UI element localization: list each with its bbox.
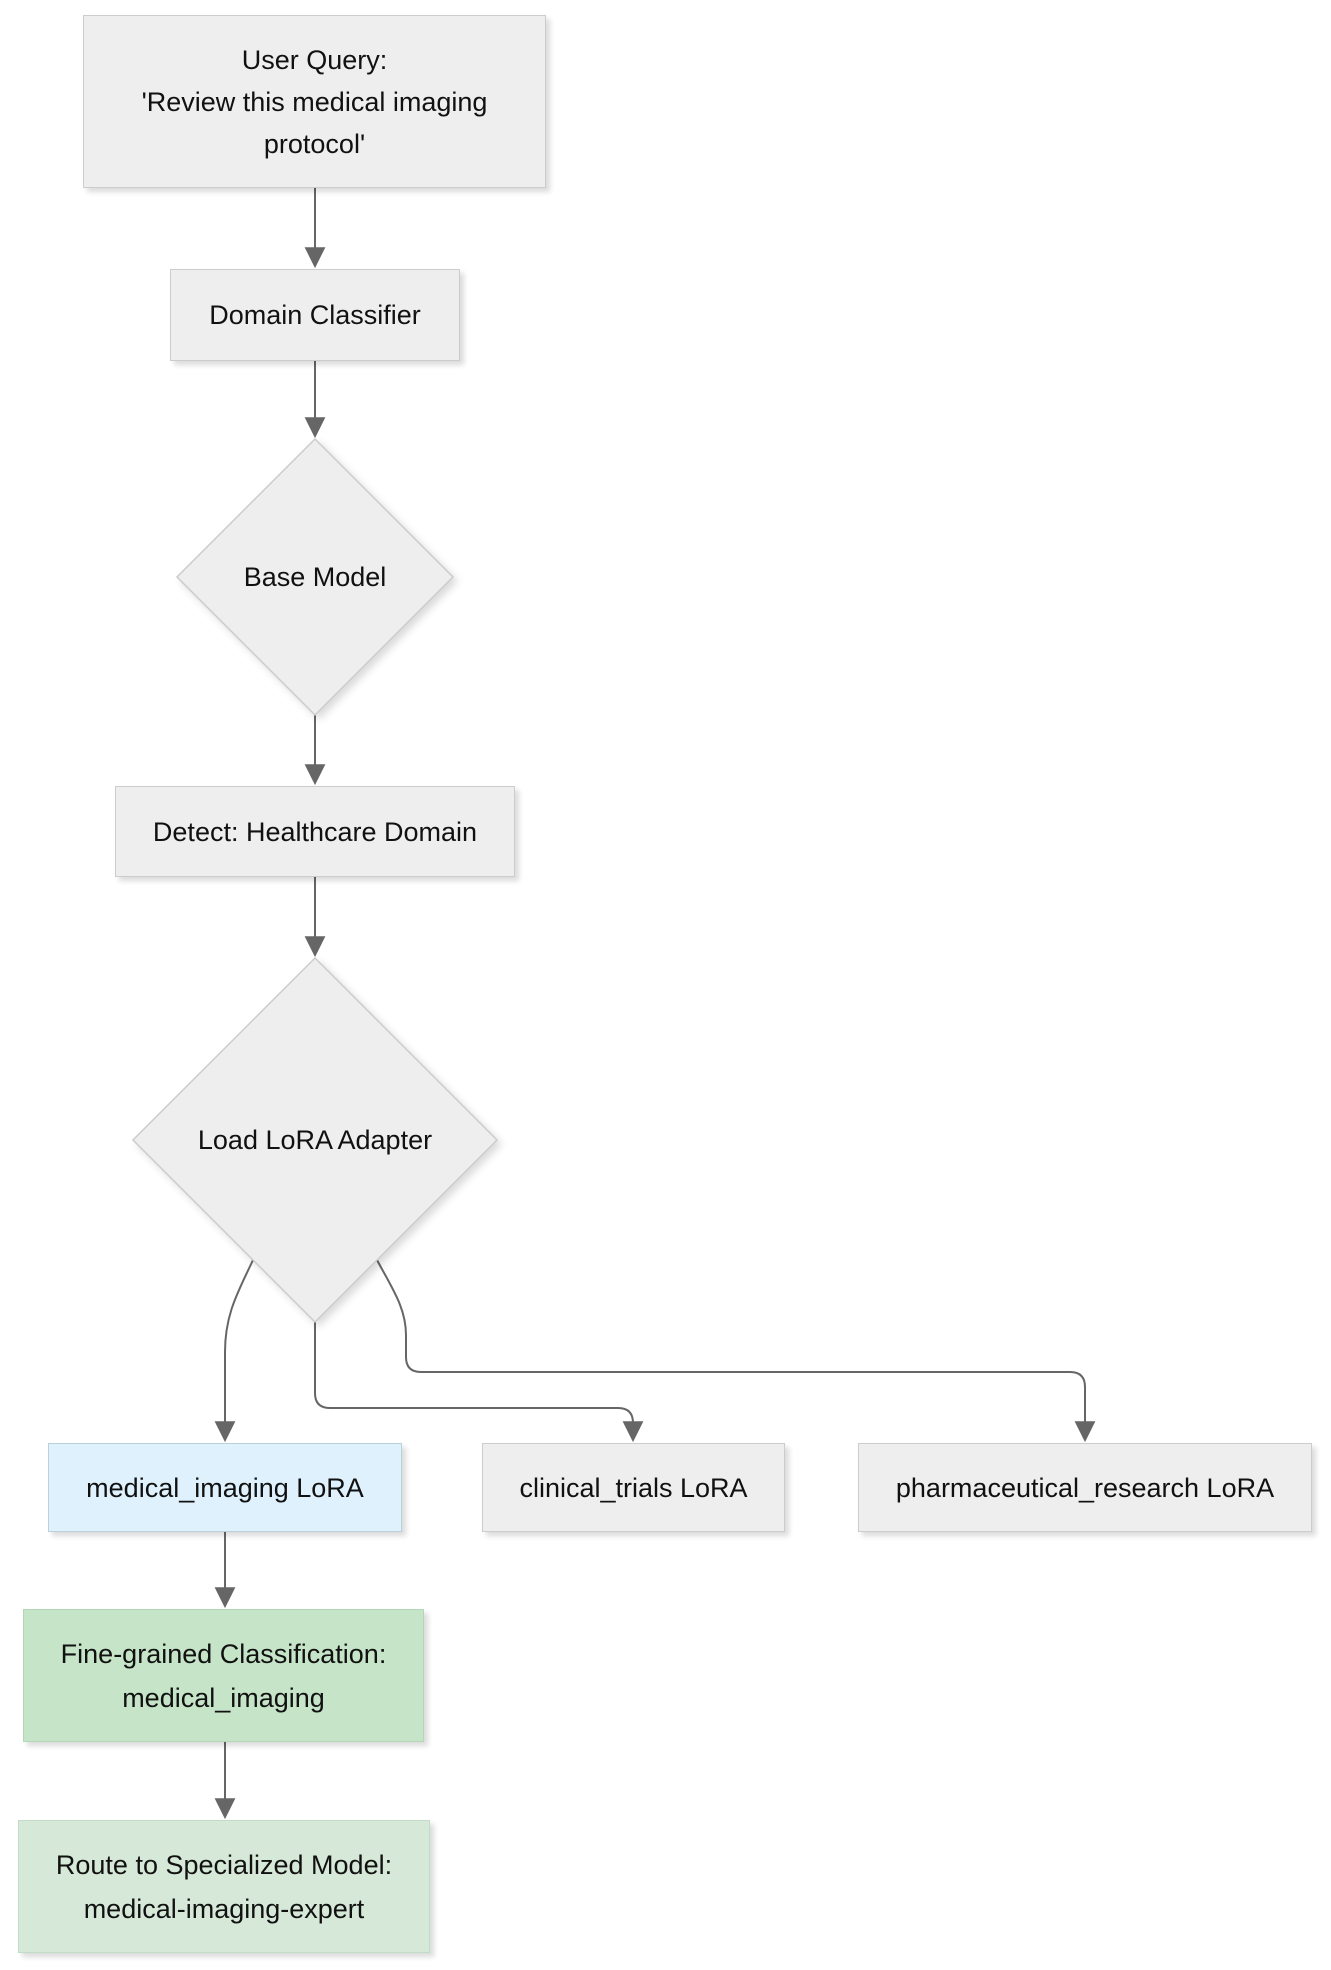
edge-load-lora-to-medical-imaging: [214, 1259, 254, 1443]
diamond-base-model: [175, 437, 455, 717]
node-load-lora-adapter-label: Load LoRA Adapter: [197, 1125, 433, 1155]
node-domain-classifier: Domain Classifier: [170, 269, 460, 361]
edge-load-lora-to-clinical-trials: [314, 1322, 644, 1443]
node-clinical-trials-lora: clinical_trials LoRA: [482, 1443, 785, 1532]
node-fine-grained-classification: Fine-grained Classification: medical_ima…: [23, 1609, 424, 1742]
diamond-load-lora-adapter: [131, 956, 499, 1324]
node-medical-imaging-lora: medical_imaging LoRA: [48, 1443, 402, 1532]
node-detect-healthcare-domain: Detect: Healthcare Domain: [115, 786, 515, 877]
node-user-query: User Query: 'Review this medical imaging…: [83, 15, 546, 188]
edge-load-lora-to-pharmaceutical-research: [376, 1259, 1096, 1443]
node-route-to-specialized-model: Route to Specialized Model: medical-imag…: [18, 1820, 430, 1953]
node-pharmaceutical-research-lora: pharmaceutical_research LoRA: [858, 1443, 1312, 1532]
node-base-model-label: Base Model: [243, 562, 387, 592]
